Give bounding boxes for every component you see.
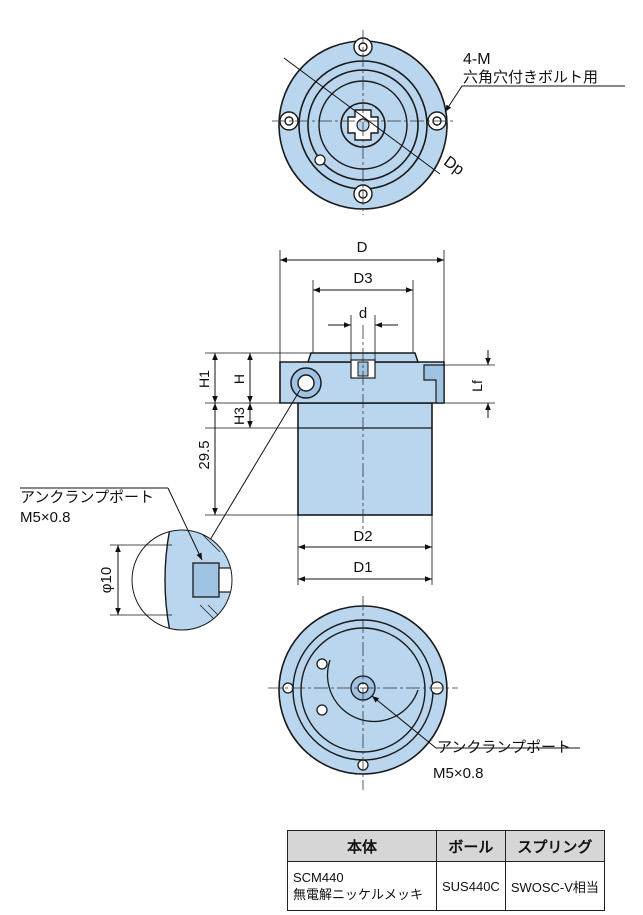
detail-dia-label: φ10 <box>98 567 115 593</box>
bolt-leader <box>444 85 625 113</box>
dim-D-label: D <box>357 239 368 256</box>
dim-D1-label: D1 <box>353 559 372 576</box>
dp-line <box>283 57 441 175</box>
cell-body-line2: 無電解ニッケルメッキ <box>293 887 424 902</box>
dim-H3-label: H3 <box>231 407 247 425</box>
front-extension-lines <box>205 250 495 585</box>
front-dimension-lines <box>212 257 491 582</box>
spec-table: 本体 ボール スプリング SCM440 無電解ニッケルメッキ SUS440C S… <box>287 830 605 911</box>
bottom-groove <box>326 659 419 723</box>
cell-body: SCM440 無電解ニッケルメッキ <box>287 861 437 911</box>
top-view <box>272 30 625 215</box>
dim-D3-label: D3 <box>353 270 372 287</box>
bottom-port-label: アンクランプポート <box>437 739 571 756</box>
detail-port-label: アンクランプポート <box>20 489 154 506</box>
spec-row: SCM440 無電解ニッケルメッキ SUS440C SWOSC-V相当 <box>287 861 605 911</box>
dim-H1-label: H1 <box>196 370 212 388</box>
detail-circle <box>131 529 233 631</box>
front-body <box>297 402 433 516</box>
front-port-inner <box>297 374 315 392</box>
header-body: 本体 <box>287 830 437 862</box>
front-view <box>205 250 495 585</box>
spec-header-row: 本体 ボール スプリング <box>287 830 605 862</box>
detail-port-size: M5×0.8 <box>20 509 70 526</box>
bottom-view <box>268 596 580 790</box>
dim-d-label: d <box>359 305 367 322</box>
pitch-label: Dp <box>440 153 467 179</box>
top-centerlines <box>272 30 455 215</box>
bottom-centerlines <box>268 596 458 790</box>
top-pin-hole <box>314 154 326 166</box>
port-detail-leader <box>206 389 301 546</box>
dim-29-5-label: 29.5 <box>196 440 213 469</box>
header-ball: ボール <box>436 830 506 862</box>
bolt-count-label: 4-M <box>463 51 491 68</box>
bolt-desc-label: 六角穴付きボルト用 <box>463 69 598 86</box>
port-detail <box>20 487 233 631</box>
header-spring: スプリング <box>504 830 605 862</box>
dim-Lf-label: Lf <box>469 380 485 392</box>
dim-D2-label: D2 <box>353 528 372 545</box>
dim-H-label: H <box>231 374 247 384</box>
cell-body-line1: SCM440 <box>293 870 344 885</box>
cell-spring: SWOSC-V相当 <box>504 861 605 911</box>
bottom-port-size: M5×0.8 <box>433 765 483 782</box>
cell-ball: SUS440C <box>436 861 506 911</box>
bottom-port-leader <box>371 695 580 749</box>
